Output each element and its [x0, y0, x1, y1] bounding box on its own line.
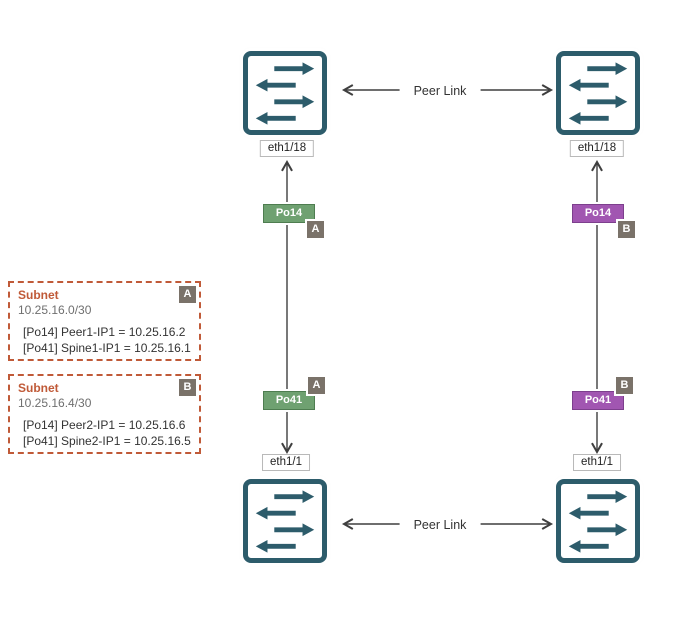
subnet-card-title: Subnet [18, 381, 59, 395]
switch-icon [568, 62, 628, 125]
port-label-top-left: eth1/18 [259, 140, 315, 157]
subnet-card-a: A Subnet 10.25.16.0/30 [Po14] Peer1-IP1 … [8, 281, 201, 361]
subnet-badge-a-po41: A [308, 377, 325, 394]
port-label-bottom-left: eth1/1 [262, 454, 310, 471]
port-channel-po14-left: Po14 [263, 204, 315, 223]
port-label-top-right: eth1/18 [569, 140, 625, 157]
subnet-badge-a-po14: A [307, 221, 324, 238]
switch-top-left [243, 51, 327, 135]
subnet-ip-line: [Po41] Spine1-IP1 = 10.25.16.1 [23, 341, 191, 356]
switch-bottom-left [243, 479, 327, 563]
port-channel-po14-right: Po14 [572, 204, 624, 223]
subnet-card-title: Subnet [18, 288, 59, 302]
subnet-card-b: B Subnet 10.25.16.4/30 [Po14] Peer2-IP1 … [8, 374, 201, 454]
switch-icon [255, 62, 315, 125]
subnet-cidr: 10.25.16.4/30 [18, 396, 92, 410]
peer-link-label-bottom: Peer Link [399, 516, 481, 534]
port-label-bottom-right: eth1/1 [573, 454, 621, 471]
port-channel-po41-left: Po41 [263, 391, 315, 410]
peer-link-label-top: Peer Link [399, 82, 481, 100]
subnet-card-badge: B [179, 379, 196, 396]
subnet-card-badge: A [179, 286, 196, 303]
subnet-badge-b-po41: B [616, 377, 633, 394]
subnet-ip-line: [Po14] Peer2-IP1 = 10.25.16.6 [23, 418, 186, 432]
switch-icon [568, 490, 628, 553]
switch-top-right [556, 51, 640, 135]
subnet-ip-line: [Po41] Spine2-IP1 = 10.25.16.5 [23, 434, 191, 449]
subnet-ip-line: [Po14] Peer1-IP1 = 10.25.16.2 [23, 325, 186, 339]
port-channel-po41-right: Po41 [572, 391, 624, 410]
subnet-badge-b-po14: B [618, 221, 635, 238]
switch-bottom-right [556, 479, 640, 563]
switch-icon [255, 490, 315, 553]
subnet-cidr: 10.25.16.0/30 [18, 303, 92, 317]
